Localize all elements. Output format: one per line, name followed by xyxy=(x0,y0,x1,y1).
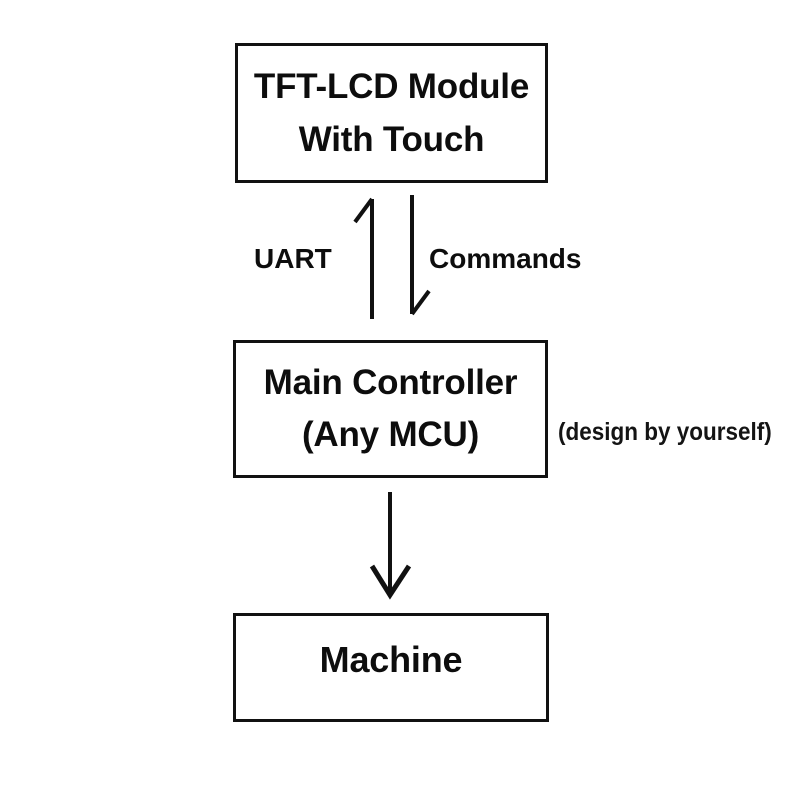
node-lcd-line-2: With Touch xyxy=(298,120,485,159)
node-machine[interactable]: Machine xyxy=(233,613,549,722)
node-mcu-line-2: (Any MCU) xyxy=(301,415,480,454)
node-mcu-line-1: Main Controller xyxy=(263,363,518,402)
node-tft-lcd-module[interactable]: TFT-LCD Module With Touch xyxy=(235,43,548,183)
node-main-controller[interactable]: Main Controller (Any MCU) xyxy=(233,340,548,478)
edge-label-commands: Commands xyxy=(429,243,582,274)
edge-label-uart: UART xyxy=(254,243,332,274)
annotation-design-by-yourself: (design by yourself) xyxy=(558,418,772,446)
arrow-uart-up xyxy=(353,197,374,319)
node-machine-line-1: Machine xyxy=(319,639,463,680)
arrow-commands-down xyxy=(410,195,431,316)
arrow-mcu-to-machine xyxy=(369,492,412,600)
node-lcd-line-1: TFT-LCD Module xyxy=(253,67,530,106)
